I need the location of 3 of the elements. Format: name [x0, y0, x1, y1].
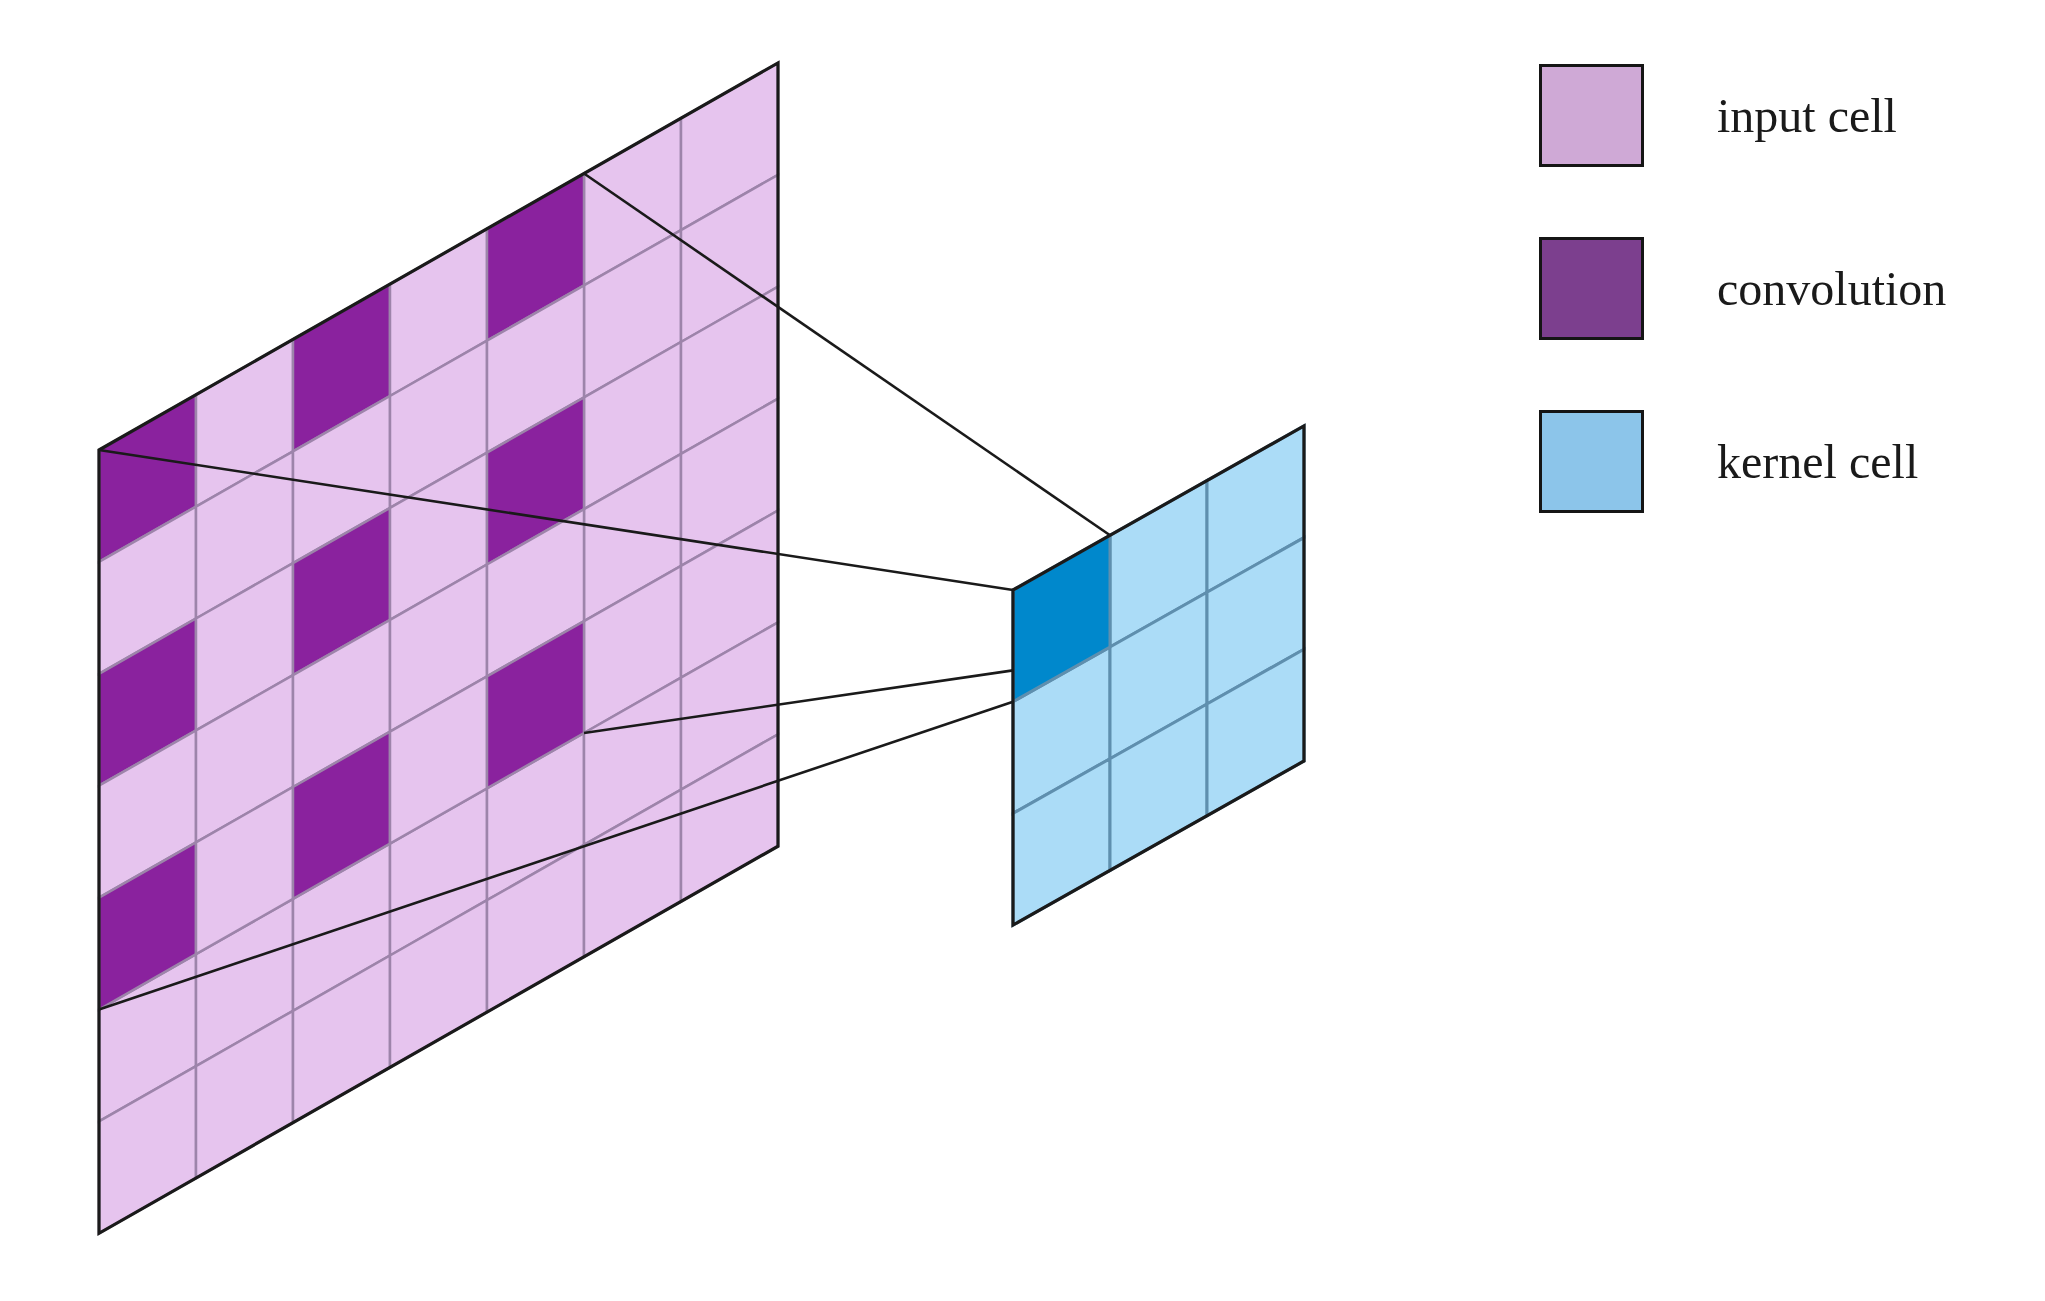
legend-label: kernel cell	[1717, 433, 1919, 490]
legend-label: convolution	[1717, 260, 1947, 317]
legend-label: input cell	[1717, 87, 1897, 144]
